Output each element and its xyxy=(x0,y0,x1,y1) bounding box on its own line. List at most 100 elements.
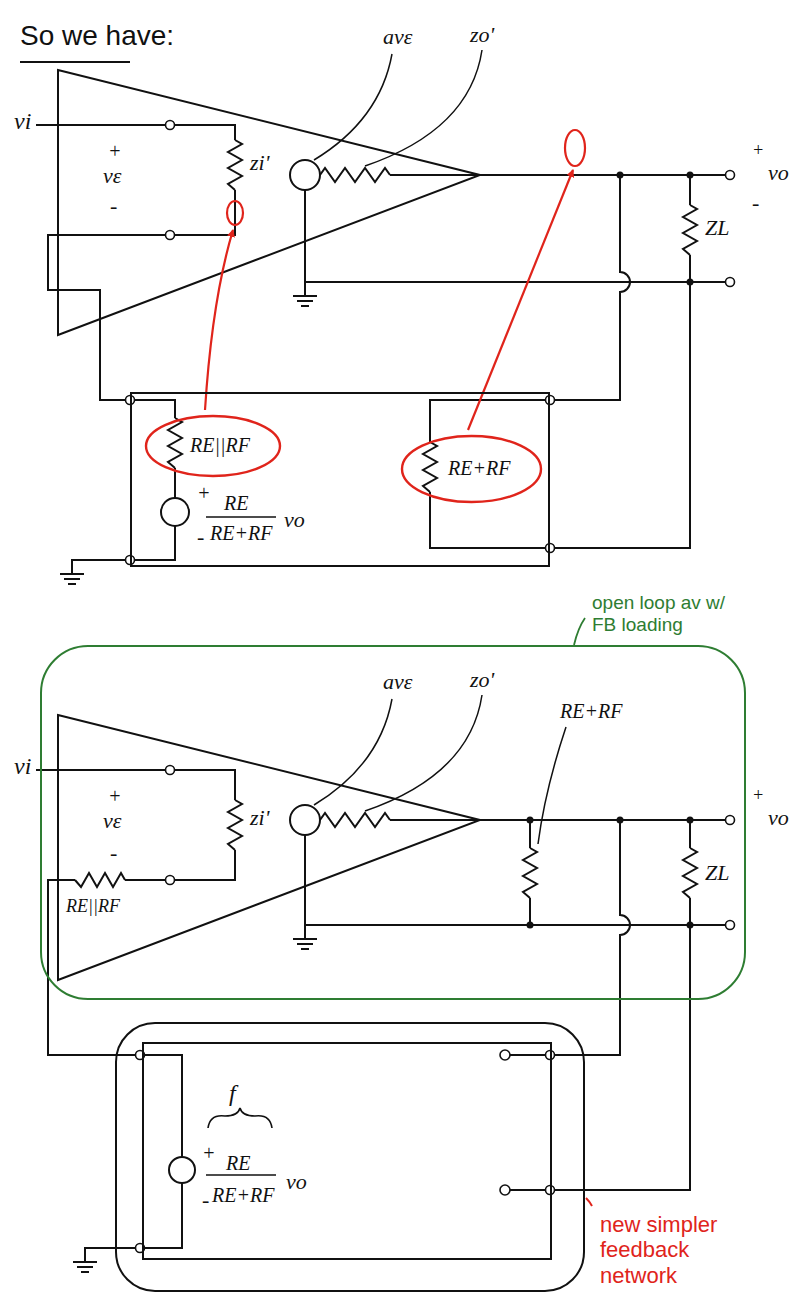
feedback-network-box: +RERE+RFvo-RE||RFRE+RF xyxy=(130,392,550,567)
junction-dot xyxy=(617,172,624,179)
resistor-symbol xyxy=(523,848,537,898)
terminal xyxy=(136,766,735,1253)
resistor-symbol xyxy=(75,800,697,898)
wire xyxy=(36,125,235,140)
ellipse-outline xyxy=(146,416,280,476)
resistor-symbol xyxy=(75,873,125,887)
junction-dot xyxy=(527,922,534,929)
amplifier-triangle xyxy=(58,70,480,335)
title-underline xyxy=(20,61,130,63)
signal-label: vε xyxy=(103,163,121,188)
source-value: + xyxy=(202,1142,216,1165)
fraction-bar xyxy=(206,1174,276,1176)
resistor-label: RE||RF xyxy=(190,434,250,457)
ground-symbol xyxy=(293,925,317,949)
signal-label: zi' xyxy=(250,805,269,830)
signal-label: RE||RF xyxy=(66,896,120,917)
open-loop-group: open loop av w/ FB loading xyxy=(40,645,746,1000)
source-value: - xyxy=(197,524,204,549)
red-highlight xyxy=(205,130,585,430)
source-symbol xyxy=(290,160,320,190)
brace xyxy=(208,1108,272,1128)
source-value: vo xyxy=(286,1169,307,1194)
terminal xyxy=(166,766,175,775)
wire xyxy=(48,880,140,1055)
source-symbol xyxy=(169,805,320,1183)
resistor-symbol xyxy=(228,800,242,850)
ground-symbol xyxy=(73,925,317,1272)
signal-label: + xyxy=(752,785,764,806)
ground-symbol xyxy=(60,282,317,584)
leader-line xyxy=(314,50,482,166)
signal-label: + xyxy=(752,140,764,161)
junction-dot xyxy=(687,172,694,179)
resistor-label: RE+RF xyxy=(448,457,510,480)
terminal xyxy=(166,231,175,240)
wire xyxy=(390,174,730,176)
signal-label: avε xyxy=(383,669,412,694)
signal-label: vi xyxy=(14,753,31,781)
resistor-symbol xyxy=(320,168,390,182)
resistor-symbol xyxy=(168,418,182,468)
leader-line xyxy=(314,699,392,805)
group-note: open loop av w/ FB loading xyxy=(592,592,742,636)
terminal xyxy=(166,876,175,885)
source-value: vo xyxy=(284,507,305,532)
source-value: RE+RF xyxy=(210,522,272,545)
terminal xyxy=(166,121,175,130)
wire xyxy=(36,770,730,1262)
red-highlight xyxy=(565,130,585,166)
title: So we have: xyxy=(20,20,174,52)
highlight-ellipse: RE+RF xyxy=(400,434,543,504)
signal-label: zo' xyxy=(470,22,494,47)
amplifier-triangle xyxy=(58,715,480,980)
wire xyxy=(48,190,235,400)
signal-label: vε xyxy=(103,808,121,833)
wire xyxy=(510,1055,550,1190)
signal-label: - xyxy=(752,190,759,215)
terminal xyxy=(726,921,735,930)
green-leader xyxy=(574,618,585,645)
wire xyxy=(390,819,730,821)
junction-dot xyxy=(687,279,694,286)
group-note: new simpler feedback network xyxy=(600,1212,750,1288)
terminal xyxy=(126,121,735,565)
source-value: - xyxy=(202,1187,209,1212)
fraction-bar xyxy=(206,516,276,518)
ground-symbol xyxy=(73,1262,97,1272)
title-underline xyxy=(20,61,130,63)
signal-label: RE+RF xyxy=(560,700,622,723)
wire xyxy=(550,175,630,400)
signal-label: + xyxy=(108,785,122,808)
resistor-symbol xyxy=(228,140,242,190)
red-leader xyxy=(586,1198,592,1206)
wire xyxy=(36,770,235,800)
terminal xyxy=(546,1186,555,1195)
red-highlight xyxy=(227,201,243,225)
wire xyxy=(550,925,690,1190)
junction-dot xyxy=(617,172,694,286)
leader-line xyxy=(365,695,482,811)
source-value: f xyxy=(229,1080,236,1108)
signal-label: ZL xyxy=(705,860,729,885)
wire xyxy=(550,820,630,1055)
source-symbol xyxy=(161,498,189,526)
fraction-bar xyxy=(206,516,276,518)
terminal xyxy=(546,396,555,405)
feedback-network-box: f+RERE+RFvo- xyxy=(142,1042,552,1260)
feedback-group: new simpler feedback networkf+RERE+RFvo- xyxy=(115,1022,585,1292)
wire xyxy=(85,1055,182,1262)
terminal xyxy=(726,171,735,180)
wire xyxy=(430,400,550,548)
signal-label: - xyxy=(110,193,117,218)
wire xyxy=(305,835,730,925)
resistor-symbol xyxy=(168,140,697,492)
amplifier-triangle xyxy=(58,715,480,980)
amplifier-triangle xyxy=(58,70,480,335)
source-value: RE+RF xyxy=(212,1184,274,1207)
junction-dot xyxy=(527,817,694,929)
wire xyxy=(36,125,730,574)
signal-label: zo' xyxy=(470,667,494,692)
